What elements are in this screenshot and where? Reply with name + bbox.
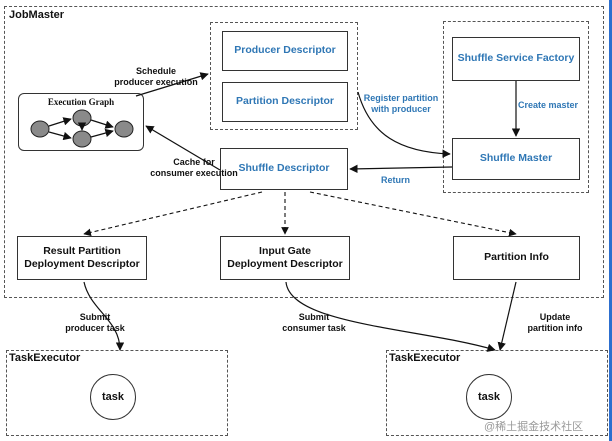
return-label: Return <box>381 175 410 185</box>
watermark: @稀土掘金技术社区 <box>484 421 584 433</box>
schedule-label: Schedule producer execution <box>106 66 206 88</box>
cache-label-1: Cache for <box>173 157 215 167</box>
arrow-cache <box>145 125 221 171</box>
arrow-submit-producer <box>83 281 125 351</box>
submit-producer-label-1: Submit <box>79 312 111 322</box>
shuffle-master-box: Shuffle Master <box>452 138 580 180</box>
task-circle-left: task <box>90 374 136 420</box>
graph-node-1 <box>30 120 50 138</box>
arrow-to-result-partition <box>83 191 263 237</box>
update-label-1: Update <box>539 312 571 322</box>
graph-node-4 <box>114 120 134 138</box>
register-label-2: with producer <box>371 103 431 114</box>
task-executor-right-title: TaskExecutor <box>389 352 461 364</box>
task-circle-right: task <box>466 374 512 420</box>
graph-edge-1-2 <box>48 117 72 127</box>
result-partition-box: Result Partition Deployment Descriptor <box>17 236 147 280</box>
window-edge-strip <box>609 0 612 441</box>
execution-graph-nodes <box>30 109 134 148</box>
arrow-register <box>357 91 451 158</box>
partition-info-label: Partition Info <box>484 251 549 264</box>
jobmaster-title: JobMaster <box>9 9 65 21</box>
arrow-schedule <box>135 72 209 97</box>
register-label-1: Register partition <box>363 93 439 103</box>
shuffle-descriptor-box: Shuffle Descriptor <box>220 148 348 190</box>
partition-descriptor-box: Partition Descriptor <box>222 82 348 122</box>
register-label: Register partition with producer <box>360 93 442 115</box>
schedule-label-2: producer execution <box>114 76 198 87</box>
task-left-label: task <box>101 391 125 403</box>
partition-descriptor-label: Partition Descriptor <box>235 95 335 108</box>
submit-consumer-label-2: consumer task <box>282 322 346 333</box>
schedule-label-1: Schedule <box>135 66 176 76</box>
graph-node-3 <box>72 130 92 148</box>
input-gate-label-1: Input Gate <box>259 244 311 257</box>
jobmaster-container <box>4 6 604 298</box>
input-gate-label-2: Deployment Descriptor <box>227 258 343 270</box>
execution-graph-title: Execution Graph <box>47 97 115 107</box>
shuffle-service-group <box>443 21 589 193</box>
graph-edge-2-4 <box>90 119 114 129</box>
shuffle-master-label: Shuffle Master <box>479 152 553 165</box>
result-partition-label-2: Deployment Descriptor <box>24 258 140 270</box>
input-gate-box: Input Gate Deployment Descriptor <box>220 236 350 280</box>
submit-producer-label-2: producer task <box>65 322 125 333</box>
create-master-label: Create master <box>518 100 579 110</box>
graph-edge-1-3 <box>48 131 72 141</box>
shuffle-service-factory-label: Shuffle Service Factory <box>457 52 575 65</box>
task-executor-right <box>386 350 608 436</box>
submit-consumer-label-1: Submit <box>298 312 330 322</box>
cache-label-2: consumer execution <box>150 167 238 178</box>
task-executor-left-title: TaskExecutor <box>9 352 81 364</box>
update-label: Update partition info <box>515 312 595 334</box>
arrow-update-partition <box>497 281 517 351</box>
graph-node-2 <box>72 109 92 127</box>
graph-edge-3-4 <box>90 128 114 138</box>
shuffle-descriptor-label: Shuffle Descriptor <box>238 162 330 175</box>
arrow-return <box>349 164 453 174</box>
update-label-2: partition info <box>527 322 583 333</box>
producer-descriptor-box: Producer Descriptor <box>222 31 348 71</box>
result-partition-label-1: Result Partition <box>43 244 121 257</box>
task-right-label: task <box>477 391 501 403</box>
submit-consumer-label: Submit consumer task <box>275 312 353 334</box>
arrow-to-partition-info <box>309 191 517 237</box>
shuffle-service-factory-box: Shuffle Service Factory <box>452 37 580 81</box>
submit-producer-label: Submit producer task <box>56 312 134 334</box>
partition-info-box: Partition Info <box>453 236 580 280</box>
producer-descriptor-label: Producer Descriptor <box>234 44 336 57</box>
arrow-submit-consumer <box>285 281 496 352</box>
descriptor-group <box>210 22 358 130</box>
cache-label: Cache for consumer execution <box>142 157 246 179</box>
